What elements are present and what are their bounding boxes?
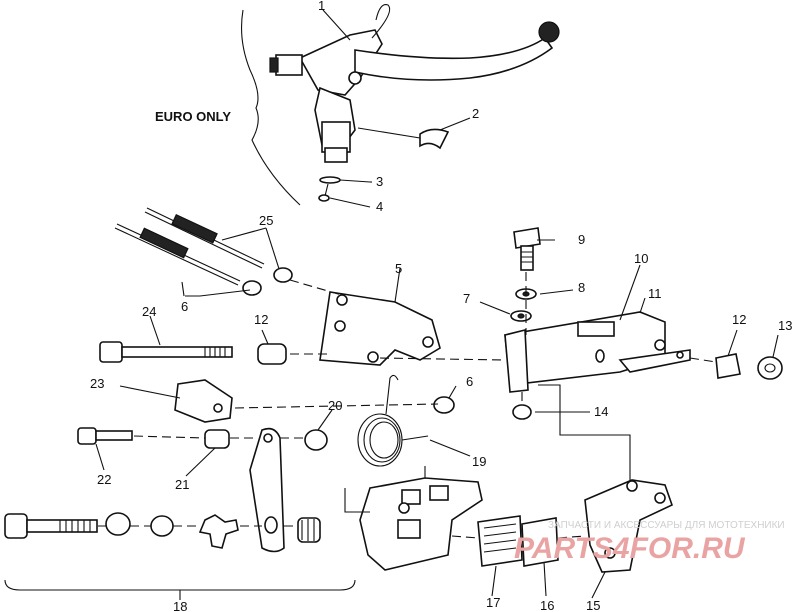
part-9-bolt [513, 227, 541, 271]
callout-1: 1 [318, 0, 325, 13]
callout-12-right: 12 [732, 312, 746, 327]
callout-14: 14 [594, 404, 608, 419]
part-switch-housing [344, 466, 483, 571]
callout-4: 4 [376, 199, 383, 214]
leader-lines [4, 9, 779, 600]
part-1-lever-assembly [269, 4, 560, 163]
callout-18: 18 [173, 599, 187, 612]
part-18-lever-arm [249, 427, 285, 553]
part-24-bolt [99, 341, 233, 363]
callout-25: 25 [259, 213, 273, 228]
callout-5: 5 [395, 261, 402, 276]
euro-only-label: EURO ONLY [155, 109, 231, 124]
part-13-nut [757, 356, 783, 380]
part-15-side-plate [584, 479, 673, 573]
watermark-subtitle: ЗАПЧАСТИ И АКСЕССУАРЫ ДЛЯ МОТОТЕХНИКИ [548, 520, 785, 531]
callout-20: 20 [328, 398, 342, 413]
part-16-pad [521, 517, 559, 567]
part-14-bushing [512, 384, 631, 485]
callout-11: 11 [648, 286, 662, 301]
part-3-4-washer-pin [318, 176, 371, 208]
part-25-cables [114, 207, 293, 296]
callout-17: 17 [486, 595, 500, 610]
callout-8: 8 [578, 280, 585, 295]
part-7-washer [510, 310, 532, 322]
part-17-pad [477, 515, 523, 567]
callout-6-lower: 6 [466, 374, 473, 389]
callout-19: 19 [472, 454, 486, 469]
callout-6-upper: 6 [181, 299, 188, 314]
part-12-bushing-left [257, 343, 330, 365]
callout-15: 15 [586, 598, 600, 612]
callout-7: 7 [463, 291, 470, 306]
euro-only-bracket: EURO ONLY [155, 9, 301, 206]
callouts: 1 2 3 4 5 6 6 7 8 9 10 11 12 12 13 14 15… [90, 0, 792, 612]
callout-3: 3 [376, 174, 383, 189]
part-6-nut [433, 396, 455, 414]
part-21-spacer [204, 429, 255, 449]
callout-10: 10 [634, 251, 648, 266]
callout-12-left: 12 [254, 312, 268, 327]
part-12-bushing-right [689, 353, 741, 379]
part-18-linkage [4, 512, 321, 549]
callout-22: 22 [97, 472, 111, 487]
watermark: ЗАПЧАСТИ И АКСЕССУАРЫ ДЛЯ МОТОТЕХНИКИ PA… [514, 520, 785, 565]
callout-24: 24 [142, 304, 156, 319]
callout-16: 16 [540, 598, 554, 612]
part-22-bolt [77, 427, 206, 445]
callout-9: 9 [578, 232, 585, 247]
part-5-bracket [289, 279, 441, 366]
part-20-nut [280, 429, 328, 451]
part-23-cable-bracket [174, 379, 439, 423]
part-10-11-mount-plate [504, 311, 691, 393]
callout-13: 13 [778, 318, 792, 333]
callout-23: 23 [90, 376, 104, 391]
watermark-brand: PARTS4FOR.RU [514, 532, 746, 565]
part-19-spring [357, 374, 429, 467]
callout-2: 2 [472, 106, 479, 121]
callout-21: 21 [175, 477, 189, 492]
part-2-shim [357, 127, 450, 150]
